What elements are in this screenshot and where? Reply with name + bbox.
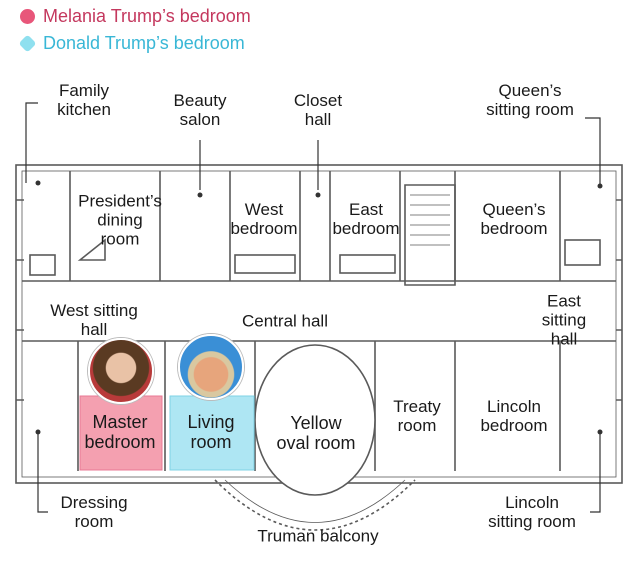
melania-portrait (88, 338, 154, 404)
truman-balcony-label: Truman balcony (257, 526, 379, 546)
east-bedroom-label: East bedroom (332, 200, 400, 238)
west-bedroom-label: West bedroom (230, 200, 298, 238)
legend-label-donald: Donald Trump’s bedroom (43, 33, 245, 53)
living-room-highlight (169, 395, 255, 471)
presidents-dining-room-label: President’s dining room (78, 191, 162, 249)
master-bedroom-label: Master bedroom (84, 412, 156, 452)
queens-bedroom-label: Queen’s bedroom (480, 200, 548, 238)
lincoln-sitting-room-label: Lincoln sitting room (488, 493, 576, 531)
dressing-room-label: Dressing room (60, 493, 128, 531)
beauty-salon-label: Beauty salon (173, 91, 227, 129)
circle-icon (20, 9, 35, 24)
east-sitting-hall-label: East sitting hall (541, 291, 587, 349)
family-kitchen-label: Family kitchen (57, 81, 111, 119)
treaty-room-label: Treaty room (393, 397, 441, 435)
central-hall-label: Central hall (242, 311, 328, 331)
west-sitting-hall-label: West sitting hall (50, 301, 138, 339)
lincoln-bedroom-label: Lincoln bedroom (480, 397, 548, 435)
yellow-oval-room-label: Yellow oval room (276, 413, 356, 453)
legend-label-melania: Melania Trump’s bedroom (43, 6, 251, 26)
closet-hall-label: Closet hall (293, 91, 343, 129)
legend-item-melania: Melania Trump’s bedroom (20, 6, 251, 27)
queens-sitting-room-label: Queen’s sitting room (486, 81, 574, 119)
legend-item-donald: Donald Trump’s bedroom (18, 33, 245, 54)
donald-portrait (178, 334, 244, 400)
living-room-label: Living room (187, 412, 235, 452)
